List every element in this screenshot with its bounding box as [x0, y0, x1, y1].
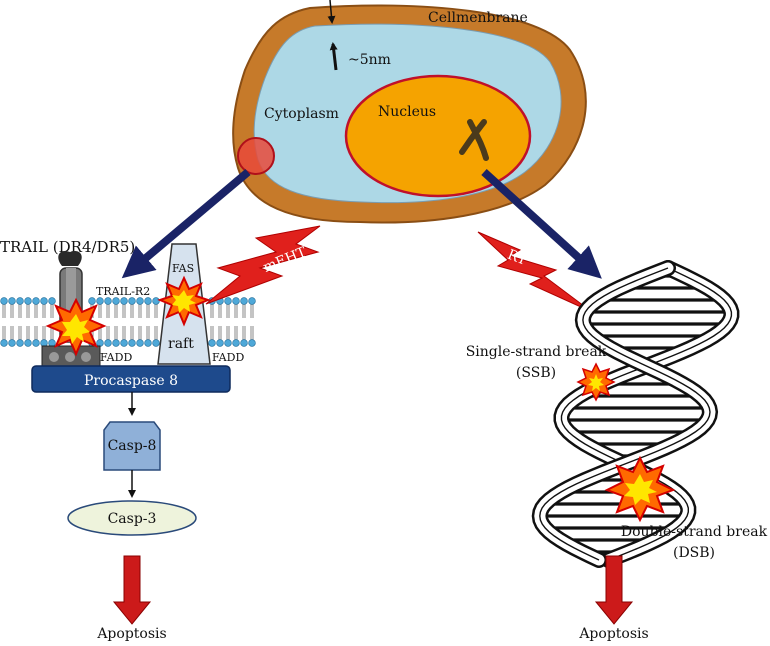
- dsb-label-line2: (DSB): [673, 545, 715, 561]
- raft-label: raft: [168, 336, 194, 352]
- lipid-bilayer: [0, 297, 256, 347]
- nucleus: [344, 74, 532, 198]
- apoptosis-label-left: Apoptosis: [96, 626, 166, 642]
- apoptosis-label-right: Apoptosis: [578, 626, 648, 642]
- apoptosis-arrow-left: [112, 555, 152, 625]
- cell-membrane-label: Cellmenbrane: [428, 10, 528, 26]
- casp8-box: [103, 421, 161, 471]
- fadd-left-label: FADD: [100, 351, 132, 364]
- ssb-label-line1: Single-strand break: [466, 344, 607, 360]
- casp8-label: Casp-8: [108, 438, 157, 454]
- rt-label: RT: [505, 247, 530, 269]
- meht-lightning-icon: [205, 225, 321, 305]
- nucleus-label: Nucleus: [378, 104, 436, 120]
- casp3-ellipse: [67, 500, 197, 536]
- ssb-label-line2: (SSB): [516, 365, 556, 381]
- arrow-to-dna-pathway: [481, 169, 602, 279]
- fadd-right-label: FADD: [212, 351, 244, 364]
- casp3-label: Casp-3: [108, 511, 157, 527]
- thickness-marker: [327, 0, 338, 71]
- trail-label: TRAIL (DR4/DR5): [0, 238, 135, 256]
- chromosome-icon: [459, 119, 489, 161]
- right-pathway: RT Single-strand break (SSB) Double-stra…: [466, 231, 768, 642]
- fas-label: FAS: [172, 262, 194, 275]
- rt-lightning-icon: [477, 231, 593, 313]
- arrow-to-membrane-pathway: [121, 168, 251, 279]
- dsb-label-line1: Double-strand break: [621, 524, 768, 540]
- cell: Cellmenbrane ~5nm Cytoplasm Nucleus: [232, 0, 587, 224]
- membrane-spot: [237, 137, 275, 175]
- thickness-label: ~5nm: [348, 52, 391, 68]
- left-pathway: TRAIL (DR4/DR5) FAS raft TRAIL-R2 FADD F…: [0, 225, 321, 642]
- cytoplasm-label: Cytoplasm: [264, 106, 339, 122]
- apoptosis-arrow-right: [594, 555, 634, 625]
- procaspase-label: Procaspase 8: [84, 373, 178, 389]
- trail-r2-label: TRAIL-R2: [96, 285, 150, 298]
- dna-helix-icon: [531, 260, 740, 568]
- fadd-complex-left: [41, 345, 101, 369]
- procaspase-bar: [31, 365, 231, 393]
